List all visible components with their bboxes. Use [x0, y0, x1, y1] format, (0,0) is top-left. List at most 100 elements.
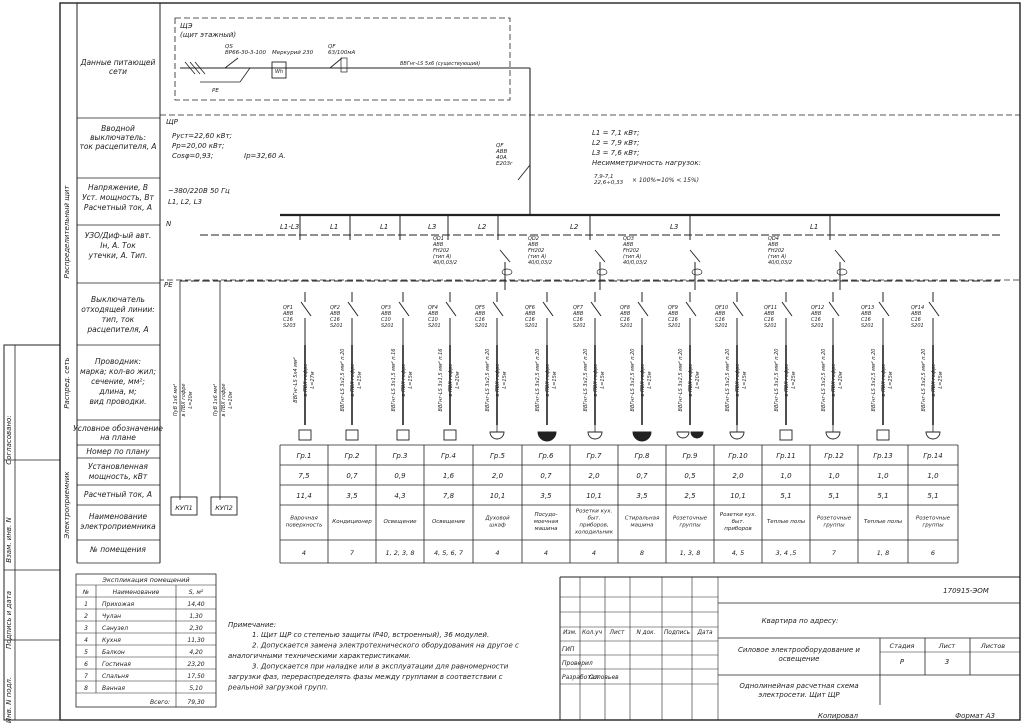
floor-panel-frame: [174, 17, 511, 101]
breaker-label: ABB: [282, 311, 294, 317]
cable-length: L=15м: [502, 371, 508, 388]
group-rooms: 4: [495, 549, 499, 557]
cable-label: ВВГнг-LS 3х2,5 мм² п.20: [921, 349, 927, 412]
breaker-label: S201: [620, 323, 633, 329]
fuse-label: QS: [225, 44, 233, 50]
rcd-label: (тип А): [623, 254, 641, 260]
room-area: 17,50: [187, 673, 204, 680]
breaker-label: S201: [573, 323, 586, 329]
group-number: Гр.10: [728, 452, 748, 460]
cable-label: ВВГнг-LS 3х2,5 мм² п.20: [871, 349, 877, 412]
group-number: Гр.1: [296, 452, 311, 460]
breaker-label: ABB: [910, 311, 922, 317]
equalizer-box-label: КУП1: [175, 504, 193, 512]
group-receiver-name: Розеточные: [916, 516, 951, 522]
breaker-label: QF6: [525, 305, 535, 311]
breaker-label: QF12: [811, 305, 824, 311]
cable-route: в ПВХ гофре: [831, 364, 837, 397]
cable-route: в ПВХ гофре: [735, 364, 741, 397]
breaker-label: C16: [764, 317, 774, 323]
group-rooms: 8: [640, 549, 644, 557]
plan-symbol-socket-filled: [537, 431, 557, 442]
breaker-label: C16: [283, 317, 293, 323]
group-receiver-name: Розеточные: [673, 516, 708, 522]
phase-tap-label: L1: [380, 223, 388, 231]
group-rooms: 1, 8: [877, 549, 889, 557]
breaker-label: QF5: [475, 305, 485, 311]
side-label-panel: Распределительный щит: [63, 185, 71, 279]
label-voltage: Напряжение, В: [88, 183, 148, 192]
supply-tick: [184, 61, 196, 75]
breaker-label: ABB: [619, 311, 631, 317]
main-panel-specs: Руст=22,60 кВт;: [172, 132, 232, 140]
meter-box: [271, 61, 287, 79]
plan-symbol-socket: [729, 431, 745, 440]
breaker-label: ABB: [380, 311, 392, 317]
rcd-label: (тип А): [768, 254, 786, 260]
sheet-title: Однолинейная расчетная схема: [739, 682, 858, 690]
group-current: 3,5: [636, 492, 648, 500]
cable-route: в ПВХ гофре: [640, 364, 646, 397]
rcd-label: QD2: [528, 236, 539, 242]
rooms-table-title: Экспликация помещений: [101, 576, 189, 584]
breaker-label: ABB: [524, 311, 536, 317]
room-no: 5: [84, 649, 88, 656]
rcd-label: ABB: [432, 242, 444, 248]
breaker-label: QF4: [428, 305, 438, 311]
breaker-label: C10: [428, 317, 438, 323]
label-installed-power: Установленная: [88, 462, 148, 471]
breaker-label: C16: [525, 317, 535, 323]
breaker-label: ABB: [572, 311, 584, 317]
rcd-label: FH202: [528, 248, 544, 254]
equalizer-route: в ПВХ гофре: [181, 384, 187, 417]
cable-length: L=27м: [310, 371, 316, 388]
group-receiver-name: группы: [679, 523, 701, 529]
label-input-switch: ток расцепителя, А: [79, 142, 156, 151]
plan-symbol-socket: [825, 431, 841, 440]
breaker-label: ABB: [474, 311, 486, 317]
cable-length: L=20м: [455, 371, 461, 388]
room-name: Гостиная: [102, 661, 131, 668]
tb-col-head: Подпись: [664, 630, 690, 636]
group-receiver-name: быт.: [588, 516, 601, 522]
breaker-blade: [542, 301, 554, 317]
cable-label: ВВГнг-LS 3х1,5 мм² п.16: [391, 349, 397, 412]
rcd-coil: [596, 268, 608, 276]
label-plan-mark: на плане: [100, 433, 136, 442]
group-power: 0,7: [346, 472, 358, 480]
stage-head: Стадия: [890, 642, 915, 650]
group-number: Гр.4: [441, 452, 456, 460]
breaker-label: C10: [381, 317, 391, 323]
rcd-label: FH202: [623, 248, 639, 254]
floor-cable-label: ВВГнг-LS 5х6 (существующий): [400, 61, 480, 67]
breaker-label: ABB: [427, 311, 439, 317]
cable-label: ВВГнг-LS 3х1,5 мм² п.16: [438, 349, 444, 412]
stage-head: Листов: [980, 642, 1005, 650]
label-rcd: утечки, А. Тип.: [88, 251, 148, 260]
group-number: Гр.5: [490, 452, 506, 460]
breaker-label: ABB: [714, 311, 726, 317]
cable-length: L=25м: [888, 371, 894, 388]
equalizer-box-label: КУП2: [215, 504, 233, 512]
label-installed-power: мощность, кВт: [89, 472, 148, 481]
group-power: 0,7: [636, 472, 648, 480]
room-no: 6: [84, 661, 88, 668]
plan-symbol-socket-filled: [690, 431, 704, 439]
margin-stamp-inv: Инв. N подл.: [5, 677, 13, 723]
note-line: загрузки фаз, перераспределять фазы межд…: [228, 673, 503, 681]
main-breaker-blade: [517, 164, 531, 181]
breaker-label: C16: [573, 317, 583, 323]
main-panel-current: Ір=32,60 А.: [244, 152, 286, 160]
cable-route: в ПВХ гофре: [931, 364, 937, 397]
group-current: 5,1: [780, 492, 791, 500]
cable-label: ВВГнг-LS 3х2,5 мм² п.20: [774, 349, 780, 412]
group-rooms: 7: [832, 549, 837, 557]
cable-length: L=20м: [838, 371, 844, 388]
phase-tap-label: L1-L3: [280, 223, 299, 231]
group-receiver-name: Теплые полы: [864, 519, 903, 525]
rcd-blade: [499, 249, 511, 263]
group-power: 1,0: [877, 472, 889, 480]
room-area: 23,20: [187, 661, 204, 668]
group-number: Гр.11: [776, 452, 795, 460]
margin-stamp-agreed: Согласовано:: [5, 415, 13, 464]
